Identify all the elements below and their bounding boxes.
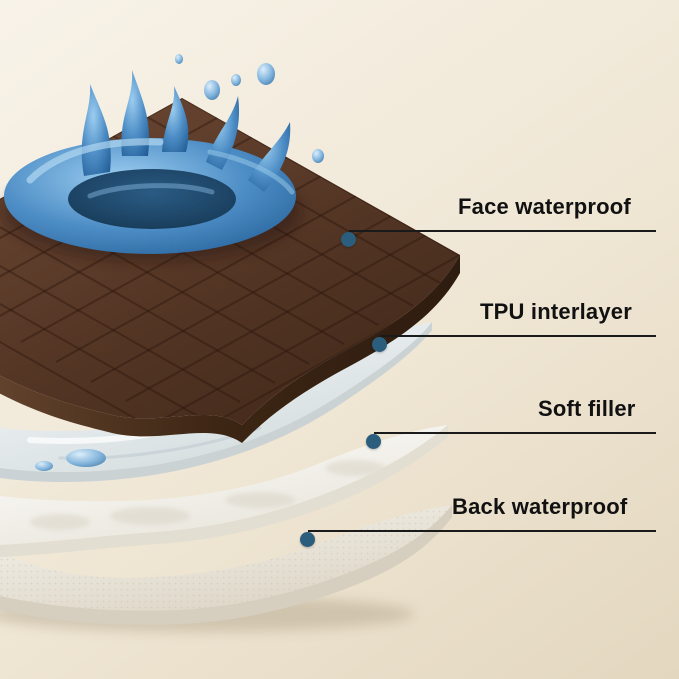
droplet-icon	[231, 74, 241, 86]
splash-crown-spikes	[81, 70, 291, 192]
splash-pool	[68, 169, 236, 229]
tpu-surface	[0, 322, 432, 473]
droplet-icon	[66, 449, 106, 467]
droplet-icon	[312, 149, 324, 163]
soft-filler-layer	[0, 425, 448, 557]
water-splash	[2, 70, 302, 262]
droplet-icon	[257, 63, 275, 85]
back-waterproof-texture	[0, 505, 452, 611]
soft-filler-front-edge	[0, 425, 448, 557]
face-waterproof-front-edge	[0, 255, 460, 443]
droplet-icon	[175, 54, 183, 64]
splash-highlights	[26, 138, 295, 199]
back-waterproof-front-edge	[0, 505, 452, 625]
droplet-icon	[35, 461, 53, 471]
droplet-icon	[204, 80, 220, 100]
back-waterproof-layer	[0, 505, 452, 625]
soft-filler-fluff-texture	[30, 460, 385, 530]
flying-droplets	[175, 54, 324, 163]
